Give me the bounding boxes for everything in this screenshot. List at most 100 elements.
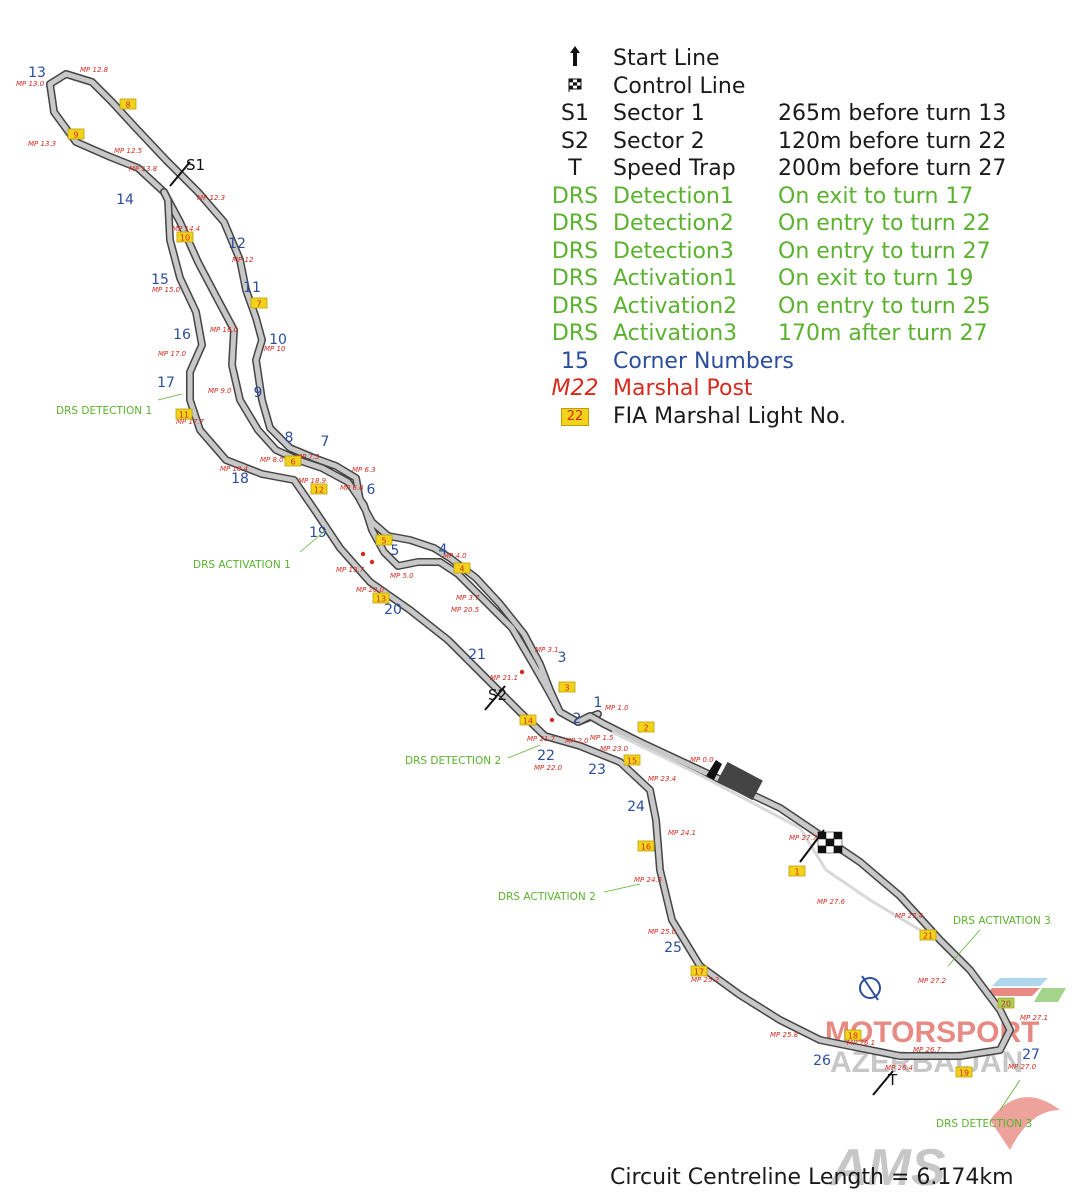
marshal-light: 20 <box>997 997 1015 1009</box>
marshal-light: 17 <box>690 965 708 977</box>
corner-number: 20 <box>384 602 402 618</box>
marshal-light: 6 <box>284 455 302 467</box>
legend-symbol: S1 <box>561 101 589 126</box>
marshal-light: 11 <box>175 408 193 420</box>
legend-name: Control Line <box>613 73 746 99</box>
legend-name: Sector 2 <box>613 128 705 154</box>
legend-symbol: DRS <box>551 238 599 264</box>
marshal-post-label: MP 24.5 <box>634 876 663 884</box>
marshal-post-label: MP 25.0 <box>648 928 677 936</box>
marshal-light: 2 <box>637 721 655 733</box>
marshal-post-label: MP 25.8 <box>770 1031 799 1039</box>
drs-zone-label: DRS DETECTION 1 <box>56 393 183 417</box>
legend-symbol: DRS <box>551 266 599 291</box>
marshal-post-label: MP 19.7 <box>336 566 365 574</box>
chequered-flag-icon <box>799 829 843 863</box>
corner-number: 21 <box>468 647 486 663</box>
legend-symbol: M22 <box>551 376 599 401</box>
marshal-post-label: MP 5.0 <box>390 572 414 580</box>
marshal-post-label: MP 27.6 <box>817 898 846 906</box>
corner-number: 6 <box>367 482 376 498</box>
corner-number: 22 <box>537 748 555 764</box>
marshal-light-number: 12 <box>314 486 324 495</box>
legend-name: Activation2 <box>613 293 738 319</box>
marshal-light: 16 <box>637 840 655 852</box>
corner-number: 2 <box>573 711 582 727</box>
marshal-light: 4 <box>453 562 471 574</box>
marshal-post-dot <box>369 559 375 565</box>
marshal-post-label: MP 27.0 <box>1008 1063 1037 1071</box>
corner-number: 27 <box>1022 1047 1040 1063</box>
legend-symbol: DRS <box>551 293 599 319</box>
marshal-post-label: MP 23.4 <box>648 775 676 783</box>
drs-zone-label: DRS DETECTION 2 <box>405 744 541 767</box>
corner-number: 5 <box>391 543 400 559</box>
legend-name: Corner Numbers <box>613 348 794 374</box>
legend-name: Detection2 <box>613 211 734 236</box>
marshal-post-label: MP 26.1 <box>847 1039 875 1047</box>
marshal-light-number: 3 <box>564 684 569 693</box>
corner-number: 13 <box>28 65 46 81</box>
drs-zone-label: DRS ACTIVATION 2 <box>498 883 641 903</box>
marshal-post-label: MP 12.5 <box>114 147 143 155</box>
marshal-light: 13 <box>372 592 390 604</box>
marshal-post-label: MP 6.3 <box>352 466 376 474</box>
marshal-post-label: MP 12.3 <box>197 194 225 202</box>
legend-symbol: S2 <box>561 128 589 154</box>
marshal-light-number: 15 <box>627 757 637 766</box>
marshal-light: 14 <box>519 714 537 726</box>
marshal-light-number: 14 <box>523 717 533 726</box>
marshal-post-label: MP 18.9 <box>298 477 327 485</box>
marshal-post-label: MP 6.0 <box>340 484 364 492</box>
corner-number: 16 <box>173 327 191 343</box>
marshal-light-number: 17 <box>694 968 704 977</box>
marshal-light-number: 6 <box>290 458 295 467</box>
marshal-light: 21 <box>919 929 937 941</box>
compass-icon <box>859 975 881 1001</box>
corner-number: 9 <box>254 385 263 401</box>
legend-description: On entry to turn 22 <box>778 211 991 236</box>
legend-description: 170m after turn 27 <box>778 321 988 346</box>
corner-number: 25 <box>664 940 682 956</box>
chequered-flag-icon <box>545 73 605 101</box>
marshal-light-box-icon: 22 <box>560 407 590 426</box>
marshal-post-label: MP 7.3 <box>296 453 320 461</box>
drs-zone-label: DRS DETECTION 3 <box>936 1079 1032 1130</box>
marshal-post-label: MP 13.3 <box>28 140 56 148</box>
marshal-light: 10 <box>176 231 194 243</box>
marshal-post-label: MP 2.0 <box>565 737 589 745</box>
marshal-post-label: MP 1.5 <box>590 734 614 742</box>
start-line-icon <box>545 45 605 75</box>
drs-label-text: DRS ACTIVATION 3 <box>953 915 1051 927</box>
marshal-post-label: MP 21.1 <box>490 674 518 682</box>
corner-number: 15 <box>151 272 169 288</box>
marshal-light: 7 <box>250 297 268 309</box>
track-surface-1 <box>161 189 1013 1059</box>
marshal-light: 9 <box>67 128 85 140</box>
marshal-light: 19 <box>955 1066 973 1078</box>
corner-number: 14 <box>116 192 134 208</box>
marshal-post-label: MP 12.8 <box>80 66 109 74</box>
marshal-light-number: 5 <box>381 537 386 546</box>
marshal-post-label: MP 14.4 <box>172 225 200 233</box>
sector-marker-s1: S1 <box>169 156 205 187</box>
legend-row: M22 Marshal Post <box>545 375 1065 403</box>
legend-name: Marshal Post <box>613 376 753 401</box>
legend-symbol: T <box>568 156 582 181</box>
legend-description: 265m before turn 13 <box>778 101 1007 126</box>
marshal-post-label: MP 1.0 <box>605 704 629 712</box>
drs-label-text: DRS DETECTION 1 <box>56 405 152 417</box>
drs-label-text: DRS ACTIVATION 2 <box>498 891 596 903</box>
marshal-post-label: MP 3.1 <box>535 646 559 654</box>
watermark-line3: AMS <box>828 1139 946 1197</box>
marshal-light-number: 20 <box>1001 1000 1011 1009</box>
marshal-post-label: MP 20.5 <box>451 606 480 614</box>
marshal-post-label: MP 13.8 <box>129 165 158 173</box>
marshal-post-label: MP 27.4 <box>895 912 923 920</box>
marshal-light-number: 18 <box>848 1032 858 1041</box>
marshal-post-label: MP 17.0 <box>158 350 187 358</box>
